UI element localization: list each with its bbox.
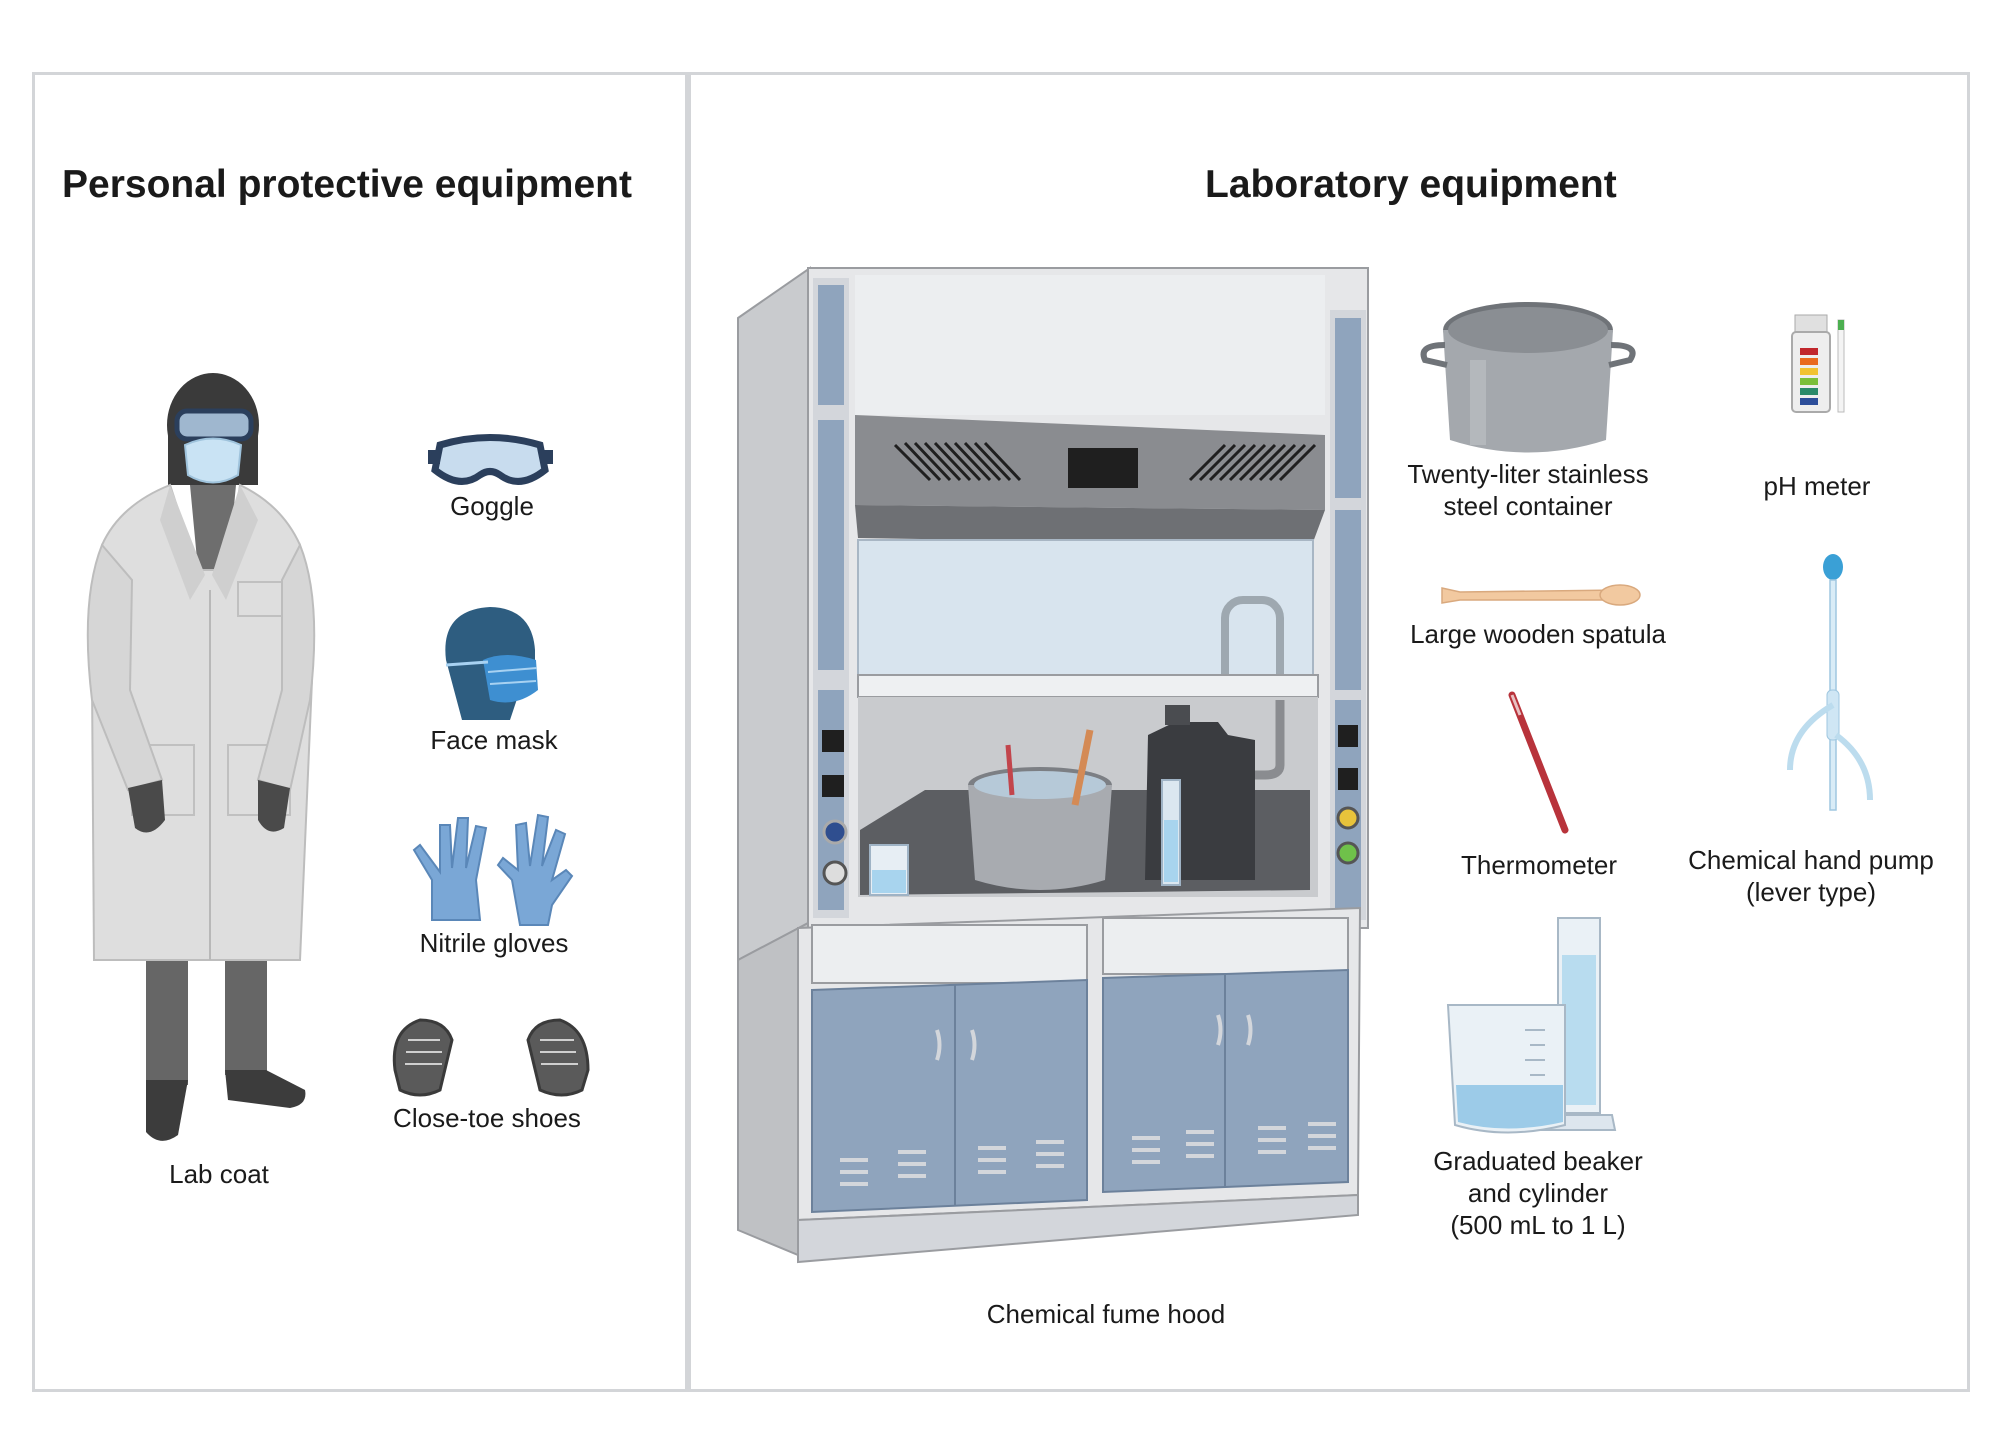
fume-hood-label: Chemical fume hood bbox=[986, 1299, 1226, 1329]
thermometer-icon bbox=[1508, 691, 1569, 834]
nitrile-gloves-icon bbox=[412, 813, 574, 926]
shoes-label: Close-toe shoes bbox=[393, 1103, 581, 1133]
thermometer-label: Thermometer bbox=[1460, 850, 1618, 880]
beaker-label-line2: and cylinder bbox=[1467, 1178, 1609, 1208]
hand-pump-label: Chemical hand pump (lever type) bbox=[1688, 844, 1934, 908]
stainless-container-icon bbox=[1420, 302, 1636, 453]
beaker-label-line1: Graduated beaker bbox=[1433, 1146, 1643, 1176]
hand-pump-icon bbox=[1787, 554, 1873, 811]
beaker-label-line3: (500 mL to 1 L) bbox=[1450, 1210, 1626, 1240]
hand-pump-label-line2: (lever type) bbox=[1745, 877, 1877, 907]
fume-hood-illustration bbox=[737, 266, 1369, 1264]
lab-coat-label: Lab coat bbox=[169, 1159, 269, 1189]
hand-pump-label-line1: Chemical hand pump bbox=[1688, 845, 1934, 875]
ph-meter-label: pH meter bbox=[1763, 471, 1871, 501]
lab-coat-person-figure bbox=[86, 373, 316, 1141]
beaker-cylinder-label: Graduated beaker and cylinder (500 mL to… bbox=[1433, 1145, 1643, 1241]
beaker-cylinder-icon bbox=[1446, 917, 1617, 1134]
wooden-spatula-icon bbox=[1441, 584, 1641, 606]
face-mask-label: Face mask bbox=[430, 725, 558, 755]
face-mask-icon bbox=[445, 607, 538, 720]
goggle-label: Goggle bbox=[450, 491, 534, 521]
lab-equipment-heading: Laboratory equipment bbox=[1205, 163, 1617, 206]
goggle-icon bbox=[428, 434, 553, 485]
ph-meter-icon bbox=[1791, 314, 1845, 413]
container-label-line2: steel container bbox=[1443, 491, 1613, 521]
container-label: Twenty-liter stainless steel container bbox=[1407, 458, 1648, 522]
nitrile-gloves-label: Nitrile gloves bbox=[419, 928, 569, 958]
shoes-icon bbox=[392, 1018, 590, 1097]
ppe-heading: Personal protective equipment bbox=[62, 163, 632, 206]
spatula-label: Large wooden spatula bbox=[1410, 619, 1666, 649]
container-label-line1: Twenty-liter stainless bbox=[1407, 459, 1649, 489]
